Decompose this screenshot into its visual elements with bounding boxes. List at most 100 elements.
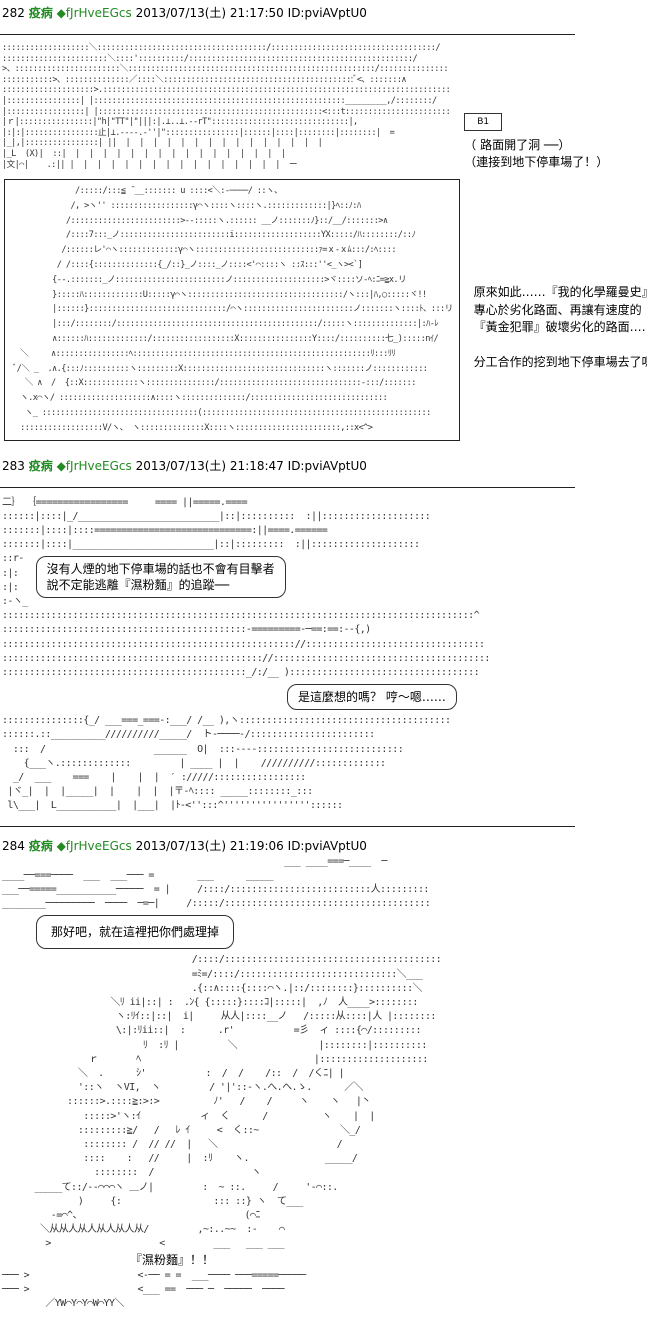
- ascii-art-line: }:::::ﾊ:::::::::::::U:::::γ⌒ヽ:::::::::::…: [11, 289, 427, 300]
- ascii-art-line: :::::::::::::::::::::::＼::::'::::::::::/…: [2, 53, 418, 64]
- ascii-art-line: ________───────── ──── ─=─| /:::::/:::::…: [2, 898, 431, 910]
- ascii-art-line: /::::::レ'⌒ヽ:::::::::::::γ⌒ヽ:::::::::::::…: [11, 245, 396, 256]
- ascii-art-line: ::::::::::::::::::::::::::::::::::::::::…: [2, 624, 371, 636]
- ascii-art-line: ／YW⌒Y⌒Y⌒W⌒YY＼: [2, 1298, 124, 1310]
- ascii-art-line: ::::::::::::::::::::::::::::::::::::::::…: [2, 652, 490, 664]
- post-id[interactable]: ID:pviAVptU0: [287, 838, 367, 853]
- ascii-art-line: ::::::::::::::::::::::::::::::::::::::::…: [2, 638, 485, 650]
- ascii-art-line: |_L (X)| ::| | | | | | | | | | | | | | |…: [2, 148, 286, 159]
- narration: 原來如此……『我的化學羅曼史』 專心於劣化路面、再讓有速度的 『黃金犯罪』破壞劣…: [473, 285, 647, 369]
- ascii-art-car: 二｝ ｛================= ==== ||=====.====:…: [2, 496, 647, 553]
- ascii-art-line: ::::::|::::|_/__________________________…: [2, 510, 431, 522]
- ascii-art-line: ::::::::::::::::::::::::::::::::::::::::…: [2, 610, 480, 622]
- ascii-art-line: :|:: [2, 581, 19, 593]
- ascii-art-line: ∧::::::ﾊ:::::::::::::/::::::::::::::::::…: [11, 333, 439, 344]
- ascii-art-line: {--.:::::::_ノ::::::::::::::::::::::::ノ::…: [11, 274, 406, 285]
- ascii-art-line: l\___| L___________| |___| |ﾄ-<'':::^'''…: [2, 800, 343, 812]
- escape-row: ::r‐:|::|::-ヽ_ 沒有人煙的地下停車場的話也不會有目擊者 說不定能逃…: [0, 552, 647, 609]
- speech-bubble-escape: 沒有人煙的地下停車場的話也不會有目擊者 說不定能逃離『濕粉麵』的追蹤──: [35, 556, 286, 599]
- ascii-art-line: :::::>'ヽ:ｲ ィ く / ヽ | |: [2, 1110, 375, 1122]
- ascii-art-car: ::::::::::::::::::::::::::::::::::::::::…: [2, 609, 647, 680]
- poster-name: 疫病: [28, 458, 53, 473]
- ascii-art-line: .{::∧::::{::::⌒ヽ.|::/::::::::}::::::::::…: [2, 982, 423, 994]
- ascii-art-line: \:|:ﾘii::| : .r' =彡 ィ ::::{⌒/:::::::::: [2, 1025, 422, 1037]
- ascii-art-line: ─── > <-── = = ___──── ───=====─────: [2, 1269, 306, 1281]
- ascii-art-line: ＼从从人从人从人从人从/ ,~:..~~ :- ⌒: [2, 1224, 285, 1236]
- post-datetime: 2013/07/13(土) 21:17:50: [135, 6, 284, 20]
- poster-trip: ◆fJrHveEGcs: [56, 6, 132, 20]
- ascii-art-line: /::::7:::_ノ::::::::::::::::::::::::i::::…: [11, 230, 416, 241]
- ascii-art-line: /, >ヽ'' ::::::::::::::::::γ⌒ヽ::::ヽ::::ヽ.…: [11, 200, 361, 211]
- post-header-284: 284 疫病 ◆fJrHveEGcs 2013/07/13(土) 21:19:0…: [2, 837, 647, 855]
- ascii-art-line: ___──=====___________───── = | /::::/:::…: [2, 884, 429, 896]
- character-scene: /:::::/:::≦ ̄ __::::::: u ::::<＼:-────/ …: [0, 179, 647, 441]
- post-number[interactable]: 283: [2, 458, 25, 473]
- ascii-art-line: 二｝ ｛================= ==== ||=====.====: [2, 496, 248, 508]
- ascii-art-line: ::::::::::::::::::V/ヽ、 ヽ::::::::::::::X:…: [11, 422, 373, 433]
- ascii-art-line: :::: : // | :ﾘ ヽ. _____/: [2, 1153, 358, 1165]
- ascii-art-line: |::::::::::::::::| |::::::::::::::::::::…: [2, 95, 437, 106]
- ascii-art-line: ::r‐: [2, 553, 24, 565]
- ascii-art-line: :::::::::::>、::::::::::::::／::::＼:::::::…: [2, 74, 407, 85]
- ascii-art-line: ::::::>.::::≧:>:> ﾉ' / / ヽ ヽ |丶: [2, 1096, 371, 1108]
- ascii-art-line: ﾘ :ﾘ | ＼ |::::::::|::::::::::: [2, 1039, 427, 1051]
- ascii-art-line: > < ___ ___ ___: [2, 1238, 284, 1250]
- ascii-art-street: :::::::::::::::::::＼::::::::::::::::::::…: [2, 43, 451, 170]
- post-id[interactable]: ID:pviAVptU0: [287, 458, 367, 473]
- ascii-art-line: ＼ ∧ / {::X::::::::::::ヽ:::::::::::::::/:…: [11, 378, 417, 389]
- ascii-art-car: ::r‐:|::|::-ヽ_: [2, 552, 28, 609]
- ascii-art-line: :::::::::::::::::::＼::::::::::::::::::::…: [2, 43, 441, 53]
- ascii-art-line: ) {: ::: ::} ヽ て___: [2, 1195, 303, 1207]
- poster-trip: ◆fJrHveEGcs: [56, 838, 132, 853]
- ascii-art-line: |::::::}::::::::::::::::::::::::::::::/⌒…: [11, 304, 453, 315]
- ascii-art-line: ヽ:ﾘｲ::|::| i| 从人|::::__ノ /:::::从::::|人 |…: [2, 1011, 437, 1023]
- ascii-art-line: |文|⌒| .:|| | | | | | | | | | | | | | | |…: [2, 159, 298, 170]
- ascii-art-line: :::::::::≧/ / ﾚ ｲ < く::~ ＼_/: [2, 1124, 361, 1136]
- post-number[interactable]: 282: [2, 6, 25, 20]
- post-datetime: 2013/07/13(土) 21:18:47: [135, 458, 284, 473]
- post-datetime: 2013/07/13(土) 21:19:06: [135, 838, 284, 853]
- ascii-art-line: :::::::|::::|::::=======================…: [2, 524, 328, 536]
- post-header-283: 283 疫病 ◆fJrHveEGcs 2013/07/13(土) 21:18:4…: [2, 457, 647, 475]
- ascii-art-line: ____──===──── ___ ___─── = ___ _____: [2, 869, 274, 881]
- ascii-art-line: /::::/::::::::::::::::::::::::::::::::::…: [2, 954, 442, 966]
- post-id[interactable]: ID:pviAVptU0: [287, 6, 367, 20]
- ascii-art-line: /::::::::::::::::::::::::>‐-:::::ヽ.:::::…: [11, 215, 388, 226]
- post-number[interactable]: 284: [2, 838, 25, 853]
- ascii-art-line: :::::::: / ヽ: [2, 1167, 359, 1179]
- ascii-art-line: '::ヽ ヽVI, ヽ / '|'::-ヽ.へ.ヘ.ゝ. ／＼: [2, 1082, 364, 1094]
- ascii-art-villain: ─── > <-── = = ___──── ───=====───── ─── …: [2, 1269, 647, 1312]
- speech-bubble-hmm: 是這麼想的嗎？ 哼～嗯……: [287, 684, 457, 711]
- divider: [0, 486, 575, 488]
- ascii-art-villain: /::::/::::::::::::::::::::::::::::::::::…: [2, 953, 647, 1251]
- ascii-art-line: ヽ_ ::::::::::::::::::::::::::::::::::(::…: [11, 407, 432, 418]
- ascii-art-line: ─── > <___ == ─── ─ ───── ────: [2, 1283, 284, 1295]
- ascii-art-line: |ｒ|::::::::::::::::|"h|"TT"|"|||:|.⊥..⊥.…: [2, 117, 358, 128]
- ascii-art-line: ヽ.x⌒ヽ/ ::::::::::::::::::::∧::::ヽ:::::::…: [11, 393, 388, 404]
- ascii-art-line: |_|,|::::::::::::::::| || | | | | | | | …: [2, 138, 323, 149]
- ascii-art-villain: ___ ____===─____ ─ ____──===──── ___ ___─…: [2, 855, 647, 912]
- ascii-art-line: |:::/::::::::/::::::::::::::::::::::::::…: [11, 319, 439, 330]
- speech-bubble-dispose: 那好吧，就在這裡把你們處理掉: [36, 915, 235, 950]
- ascii-art-line: ::::::::::::::::::::::::::::::::::::::::…: [2, 666, 480, 678]
- shout-text: 『濕粉麵』！！: [130, 1252, 215, 1267]
- ascii-art-line: |:|:|::::::::::::::::止|⊥.--‐-.‐''|":::::…: [2, 127, 395, 138]
- poster-trip: ◆fJrHveEGcs: [56, 458, 132, 473]
- b1-sign: B1: [464, 113, 503, 131]
- art-panel-frame: /:::::/:::≦ ̄ __::::::: u ::::<＼:-────/ …: [4, 179, 460, 441]
- poster-name: 疫病: [28, 838, 53, 853]
- ascii-art-line: :|:: [2, 567, 19, 579]
- ascii-art-car: :::::::::::::::{_/ ___===_===-:___/ /__ …: [2, 714, 647, 813]
- ascii-art-line: =ﾐ=/::::/:::::::::::::::::::::::::::::＼_…: [2, 968, 423, 980]
- ascii-art-line: _____て::/‐‐⌒⌒⌒ヽ ＿ノ| : ~ ::. / '‐⌒::.: [2, 1181, 339, 1193]
- caption-parking: （連接到地下停車場了！）: [464, 155, 609, 169]
- ascii-art-line: |ヾ_| | |_____| | | | |〒‐ﾍ:::: _____:::::…: [2, 786, 313, 798]
- ascii-art-line: ::::::.::__________//////////_____/ ト-──…: [2, 729, 375, 741]
- ascii-art-line: -=⌒^、 (⌒ﾆ: [2, 1210, 261, 1222]
- ascii-art-line: ＼ . ｼ' : / / /:: / /くﾆ| |: [2, 1068, 345, 1080]
- ascii-art-line: ___ ____===─____ ─: [2, 855, 388, 867]
- ascii-art-line: ::::::::::::::::::::>.::::::::::::::::::…: [2, 85, 451, 96]
- poster-name: 疫病: [28, 6, 53, 20]
- ascii-art-line: :::::::::::::::{_/ ___===_===-:___/ /__ …: [2, 715, 451, 727]
